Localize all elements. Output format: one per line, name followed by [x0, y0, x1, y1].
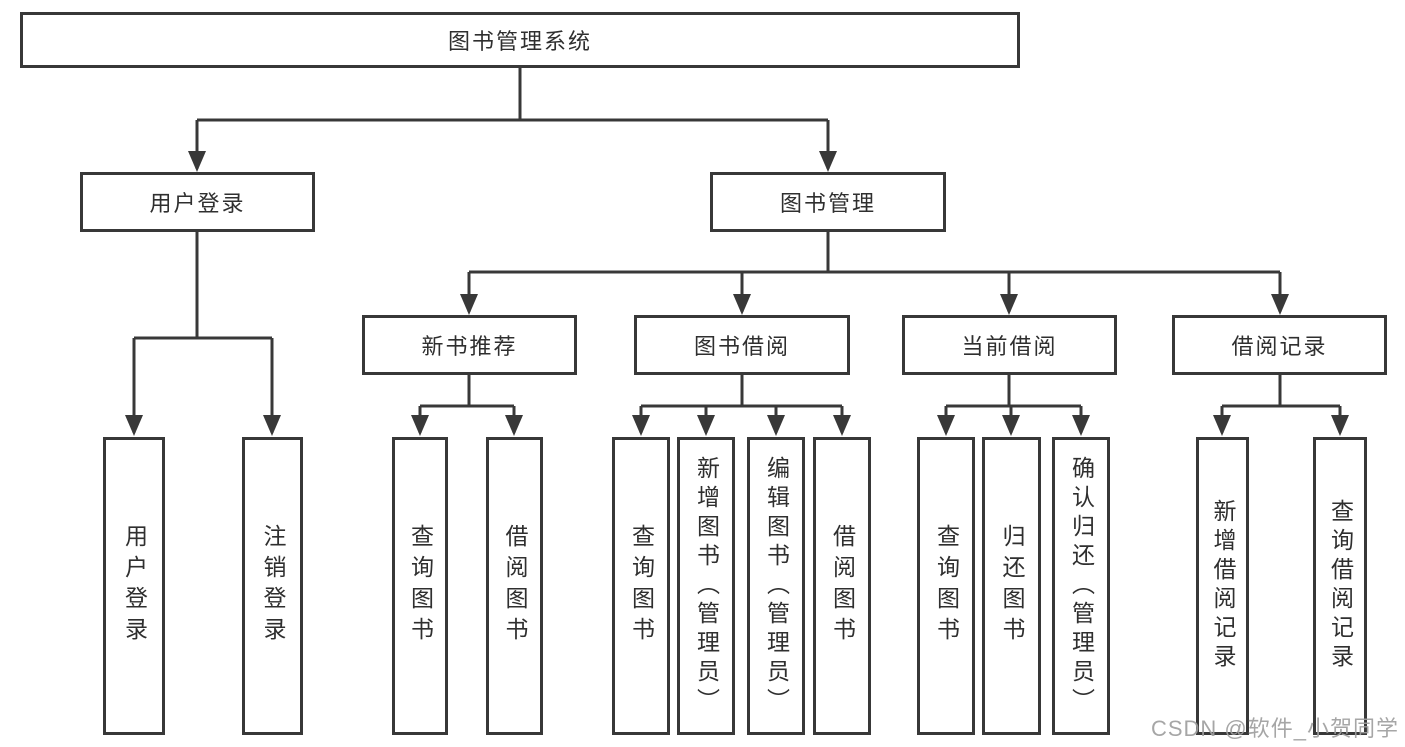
- node-root-library-system: 图书管理系统: [20, 12, 1020, 68]
- leaf-add-borrow-record: 新增借阅记录: [1196, 437, 1249, 735]
- leaf-query-books-recommend: 查询图书: [392, 437, 448, 735]
- leaf-borrow-books-recommend: 借阅图书: [486, 437, 543, 735]
- leaf-add-books-admin: 新增图书（管理员）: [677, 437, 735, 735]
- node-book-management-branch: 图书管理: [710, 172, 946, 232]
- leaf-query-books-current: 查询图书: [917, 437, 975, 735]
- node-new-book-recommend: 新书推荐: [362, 315, 577, 375]
- leaf-return-books: 归还图书: [982, 437, 1041, 735]
- leaf-query-books-borrow: 查询图书: [612, 437, 670, 735]
- node-book-borrow: 图书借阅: [634, 315, 850, 375]
- leaf-query-borrow-record: 查询借阅记录: [1313, 437, 1367, 735]
- node-current-borrow: 当前借阅: [902, 315, 1117, 375]
- leaf-borrow-books: 借阅图书: [813, 437, 871, 735]
- leaf-user-login: 用户登录: [103, 437, 165, 735]
- leaf-logout: 注销登录: [242, 437, 303, 735]
- node-borrow-records: 借阅记录: [1172, 315, 1387, 375]
- leaf-confirm-return-admin: 确认归还（管理员）: [1052, 437, 1110, 735]
- csdn-watermark: CSDN @软件_小贺同学: [1150, 716, 1399, 741]
- leaf-edit-books-admin: 编辑图书（管理员）: [747, 437, 805, 735]
- node-user-login-branch: 用户登录: [80, 172, 315, 232]
